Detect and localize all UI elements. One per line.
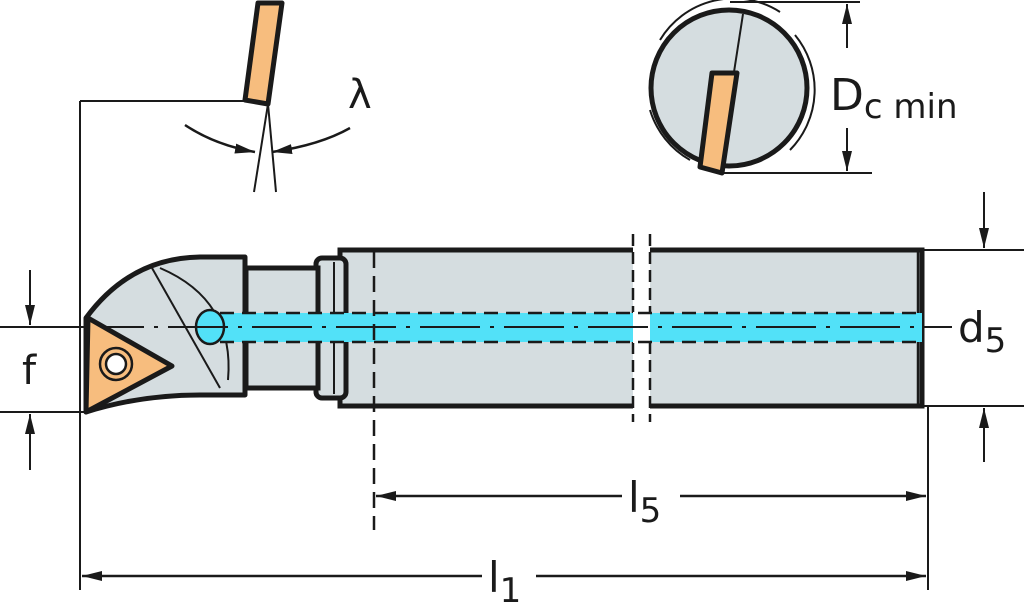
insert-screw-hole: [104, 352, 128, 376]
dc-min-label: Dc min: [830, 70, 958, 127]
angle-arrow-left: [184, 123, 256, 154]
bore-arc: [649, 109, 691, 161]
angle-line-2: [267, 103, 277, 193]
insert-side-view: [242, 0, 285, 107]
inclination-angle-detail: λ: [79, 0, 372, 590]
dimensions: f d5 l5 l1: [0, 192, 1024, 611]
l1-label: l1: [488, 553, 521, 611]
bore-arc: [659, 0, 781, 41]
angle-arrow-right: [271, 126, 351, 155]
angle-line-1: [253, 103, 269, 193]
lambda-label: λ: [348, 72, 372, 118]
l5-label: l5: [628, 473, 661, 531]
bore-arc: [789, 34, 816, 151]
d5-label: d5: [958, 303, 1006, 361]
bar-side-view: [0, 234, 952, 530]
f-label: f: [22, 348, 37, 394]
end-view-detail: Dc min: [648, 0, 958, 176]
center-line: [733, 13, 744, 73]
